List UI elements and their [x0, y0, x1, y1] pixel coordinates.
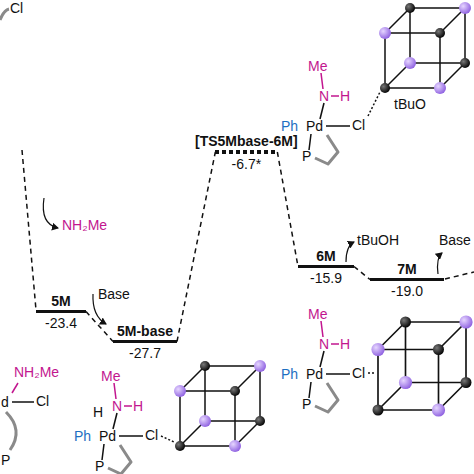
structure-label: Cl [36, 393, 49, 409]
structure-label: Ph [281, 366, 298, 382]
structure-label: d [1, 394, 9, 410]
base-cluster [379, 2, 471, 94]
energy-level: [TS5Mbase-6M] -6.7* [195, 133, 298, 172]
state-name: 5M [36, 293, 86, 309]
structure-label: tBuOH [357, 232, 399, 248]
structure-label: Pd [306, 118, 323, 134]
structure-label: Cl [352, 365, 365, 381]
structure-label: Cl [10, 0, 23, 16]
curved-arrow [43, 198, 58, 228]
structure-label: tBuO [394, 96, 426, 112]
structure-label: Base [98, 286, 130, 302]
structure-label: NH₂Me [14, 364, 59, 380]
state-name: [TS5Mbase-6M] [195, 133, 298, 149]
structure-label: P [302, 396, 311, 412]
energy-value: -19.0 [370, 283, 444, 299]
dotted-bond [368, 372, 376, 374]
ligand-line [0, 9, 9, 20]
energy-level: 6M -15.9 [298, 248, 354, 286]
dotted-bond [368, 92, 380, 116]
structure-label: H [340, 88, 350, 104]
dotted-bond [161, 436, 174, 442]
profile-line [22, 150, 36, 310]
profile-connector [177, 152, 215, 342]
curved-arrow [346, 242, 354, 262]
structure-label: Me [308, 306, 327, 322]
energy-value: -6.7* [195, 156, 298, 172]
level-bar [36, 310, 86, 313]
base-cluster [371, 315, 472, 416]
energy-level: 5M -23.4 [36, 293, 86, 331]
energy-level: 5M-base -27.7 [113, 323, 177, 361]
structure-label: H [133, 398, 143, 414]
level-bar [113, 340, 177, 343]
level-bar [370, 278, 444, 281]
structure-label: Base [439, 232, 471, 248]
structure-label: Me [101, 368, 120, 384]
profile-line [445, 272, 474, 279]
energy-value: -27.7 [113, 345, 177, 361]
ligand-line [6, 412, 16, 450]
structure-label: Pd [99, 428, 116, 444]
profile-connector [354, 267, 370, 280]
structure-label: N [112, 398, 122, 414]
profile-connector [277, 152, 298, 267]
structure-label: H [93, 404, 103, 420]
structure-label: Ph [74, 428, 91, 444]
structure-label: N [319, 336, 329, 352]
state-name: 5M-base [113, 323, 177, 339]
structure-label: Me [308, 58, 327, 74]
structure-label: H [340, 336, 350, 352]
curved-arrow [438, 253, 443, 274]
structure-label: Ph [281, 118, 298, 134]
structure-label: P [1, 452, 10, 468]
bond-line [12, 383, 18, 393]
transition-state-bar [215, 150, 277, 154]
structure-label: NH₂Me [62, 217, 107, 233]
energy-value: -15.9 [298, 270, 354, 286]
structure-label: Cl [352, 117, 365, 133]
state-name: 7M [370, 261, 444, 277]
structure-label: N [319, 88, 329, 104]
state-name: 6M [298, 248, 354, 264]
structure-label: Pd [306, 366, 323, 382]
energy-value: -23.4 [36, 315, 86, 331]
energy-level: 7M -19.0 [370, 261, 444, 299]
base-cluster [174, 360, 266, 452]
bond-line [12, 401, 34, 403]
level-bar [298, 265, 354, 268]
structure-label: Cl [145, 427, 158, 443]
structure-label: P [95, 458, 104, 474]
structure-label: P [302, 148, 311, 164]
profile-connector [86, 312, 113, 342]
